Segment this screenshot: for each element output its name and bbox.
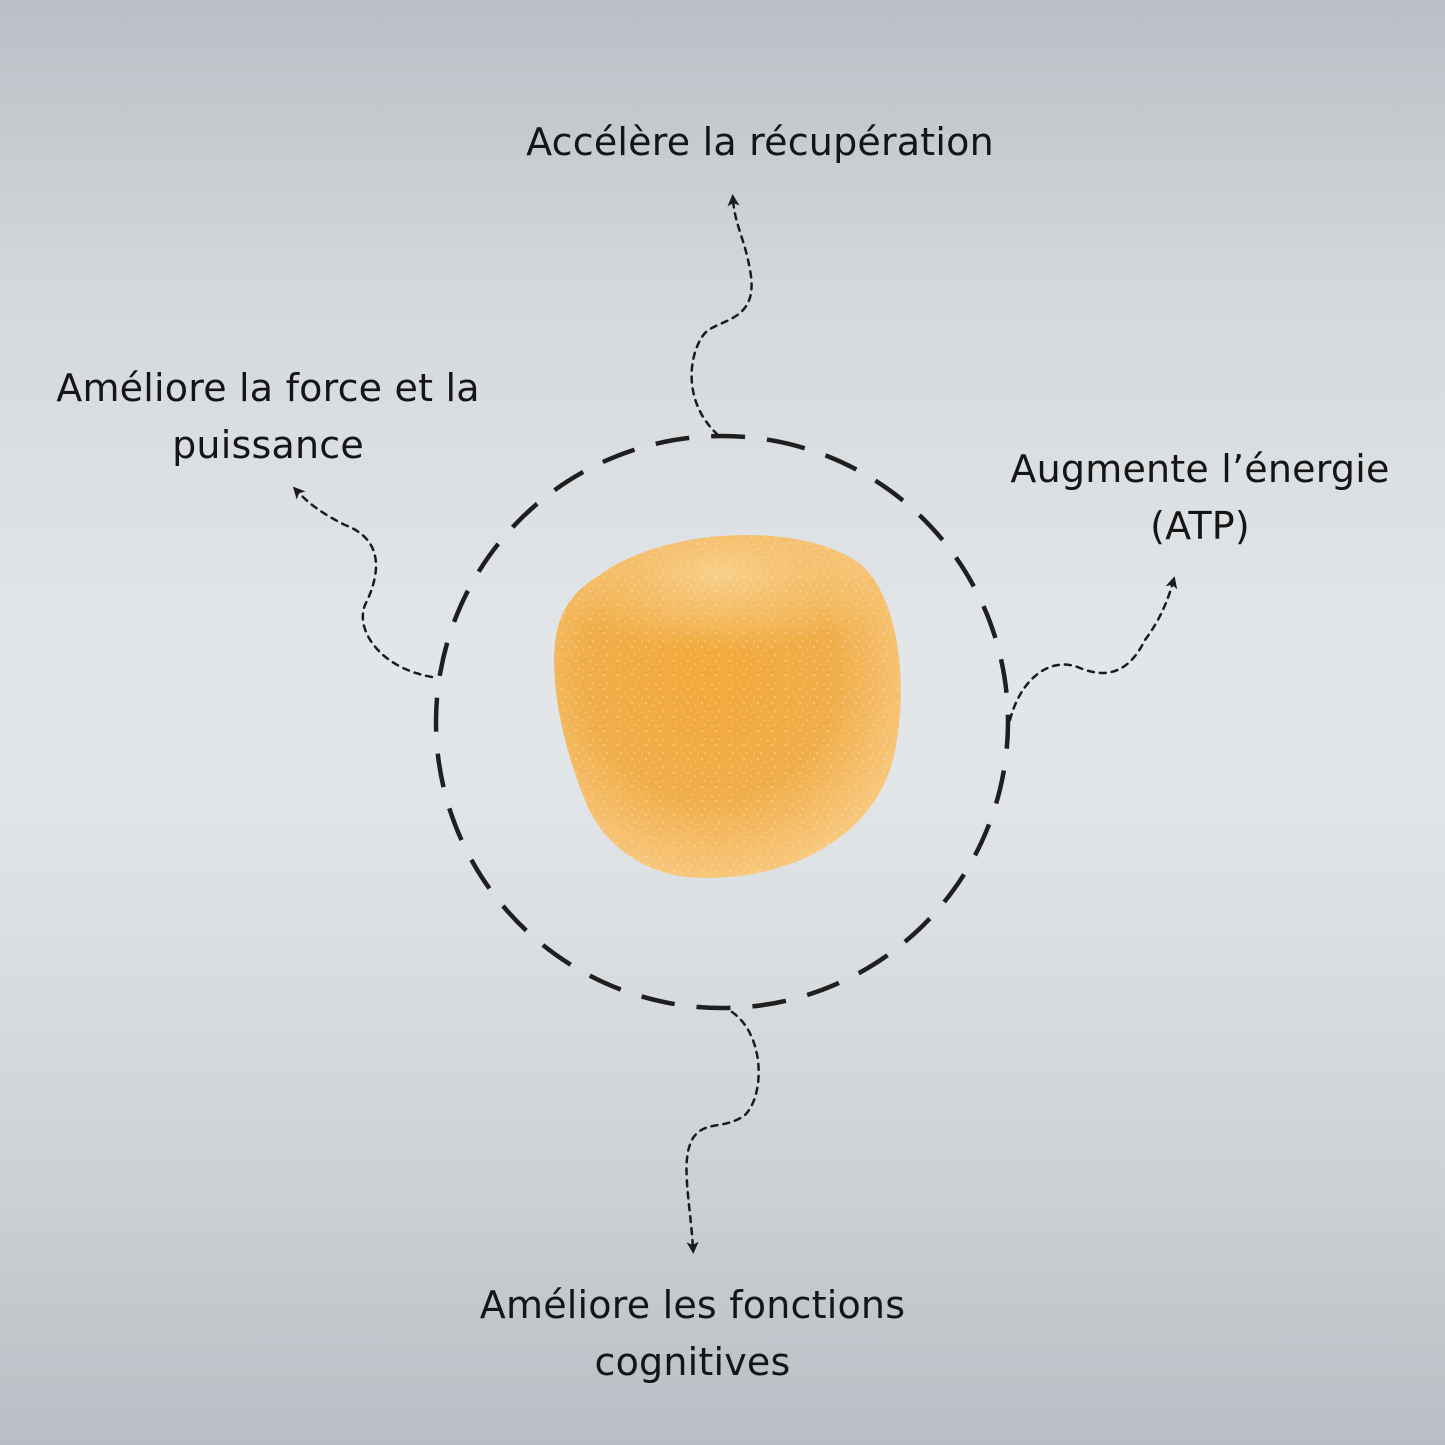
arrow-to-bottom-label: [685, 1010, 760, 1254]
benefit-label-recovery: Accélère la récupération: [460, 114, 1060, 171]
arrow-to-right-label: [1008, 576, 1178, 722]
benefit-label-energy-line-2: (ATP): [1150, 504, 1250, 548]
benefit-label-cognition-line-2: cognitives: [594, 1340, 791, 1384]
benefit-label-strength-line-2: puissance: [172, 423, 364, 467]
gummy-candy-icon: [554, 534, 901, 879]
benefit-label-strength-line-1: Améliore la force et la: [56, 366, 480, 410]
arrow-to-top-label: [690, 194, 753, 437]
benefit-label-energy-line-1: Augmente l’énergie: [1010, 447, 1390, 491]
benefit-label-cognition: Améliore les fonctions cognitives: [420, 1277, 965, 1391]
benefit-label-cognition-line-1: Améliore les fonctions: [479, 1283, 906, 1327]
benefit-label-recovery-line-1: Accélère la récupération: [526, 120, 994, 164]
dashed-ring: [433, 433, 1011, 1011]
arrow-to-left-label: [292, 486, 434, 679]
benefit-label-energy: Augmente l’énergie (ATP): [985, 441, 1415, 555]
benefit-label-strength: Améliore la force et la puissance: [18, 360, 518, 474]
